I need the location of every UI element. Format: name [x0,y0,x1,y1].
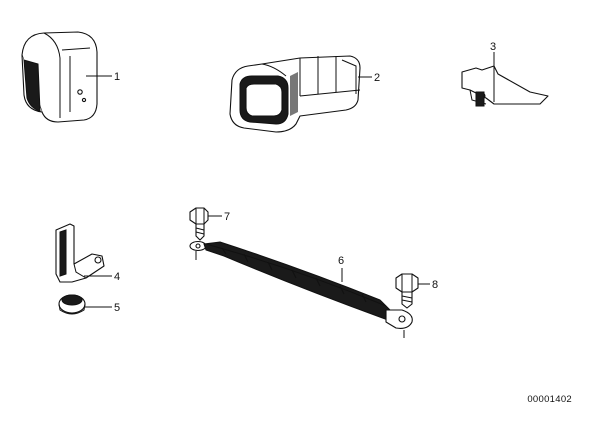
part-5-grommet [58,294,86,315]
callout-6: 6 [338,255,344,267]
reference-code: 00001402 [527,394,572,405]
part-6-ground-strap [189,240,413,338]
part-4-mounting-bracket [55,223,105,283]
callout-7: 7 [224,211,230,223]
part-2-holder [229,55,361,133]
callout-5: 5 [114,302,120,314]
callout-1: 1 [114,71,120,83]
part-7-bolt [189,207,209,241]
part-1-cover-cap [21,31,98,123]
part-8-bolt [395,273,419,309]
part-3-angle-bracket [461,65,549,107]
callout-3: 3 [490,41,496,53]
callout-8: 8 [432,279,438,291]
callout-2: 2 [374,72,380,84]
callout-4: 4 [114,271,120,283]
